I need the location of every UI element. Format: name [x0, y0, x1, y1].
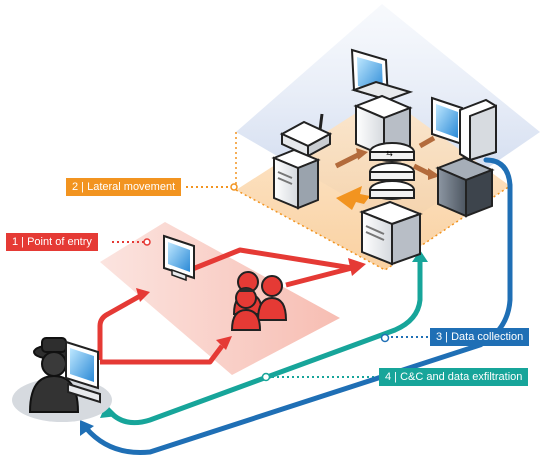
network-middle-plane: [236, 95, 510, 270]
cnc-path: [107, 255, 423, 426]
attacker-icon: [28, 337, 80, 413]
server-icon: [359, 200, 423, 266]
lateral-connector-dot: [230, 183, 238, 191]
entry-path-lower: [100, 344, 224, 365]
user-group-icon: [230, 271, 288, 331]
lateral-arrow-1: [336, 186, 370, 210]
server-icon: [435, 156, 495, 218]
lateral-arrow-4: [418, 135, 436, 149]
workstation-icon: [431, 96, 497, 162]
lateral-plane-edge: [235, 185, 511, 271]
data-collection-label: 3 | Data collection: [430, 328, 530, 346]
collect-dot: [380, 333, 390, 343]
entry-arrow-network: [348, 258, 366, 276]
cnc-dot: [261, 372, 271, 382]
computer-icon: [163, 234, 195, 282]
entry-path-users-to-network: [285, 265, 353, 288]
svg-text:⇆: ⇆: [386, 149, 393, 158]
database-icon: ⇆: [369, 142, 415, 200]
point-of-entry-plane: [100, 222, 340, 375]
lateral-arrow-2: [334, 151, 362, 169]
lateral-movement-label: 2 | Lateral movement: [66, 178, 182, 196]
cnc-arrow-head-up: [412, 250, 428, 262]
entry-path-to-network: [189, 247, 353, 273]
collect-arrow-head: [80, 420, 94, 436]
entry-arrow-users: [216, 336, 232, 350]
lateral-arrow-2-head: [356, 148, 368, 160]
lateral-arrow-3: [412, 163, 432, 177]
entry-arrow-computer: [136, 288, 150, 302]
server-icon: [271, 148, 321, 210]
attacker-computer-icon: [65, 340, 101, 404]
entry-connector-dot: [143, 238, 151, 246]
laptop-icon: [350, 48, 414, 102]
point-of-entry-label: 1 | Point of entry: [6, 233, 98, 251]
entry-path-upper: [97, 293, 142, 360]
cnc-exfiltration-label: 4 | C&C and data exfiltration: [379, 368, 529, 386]
